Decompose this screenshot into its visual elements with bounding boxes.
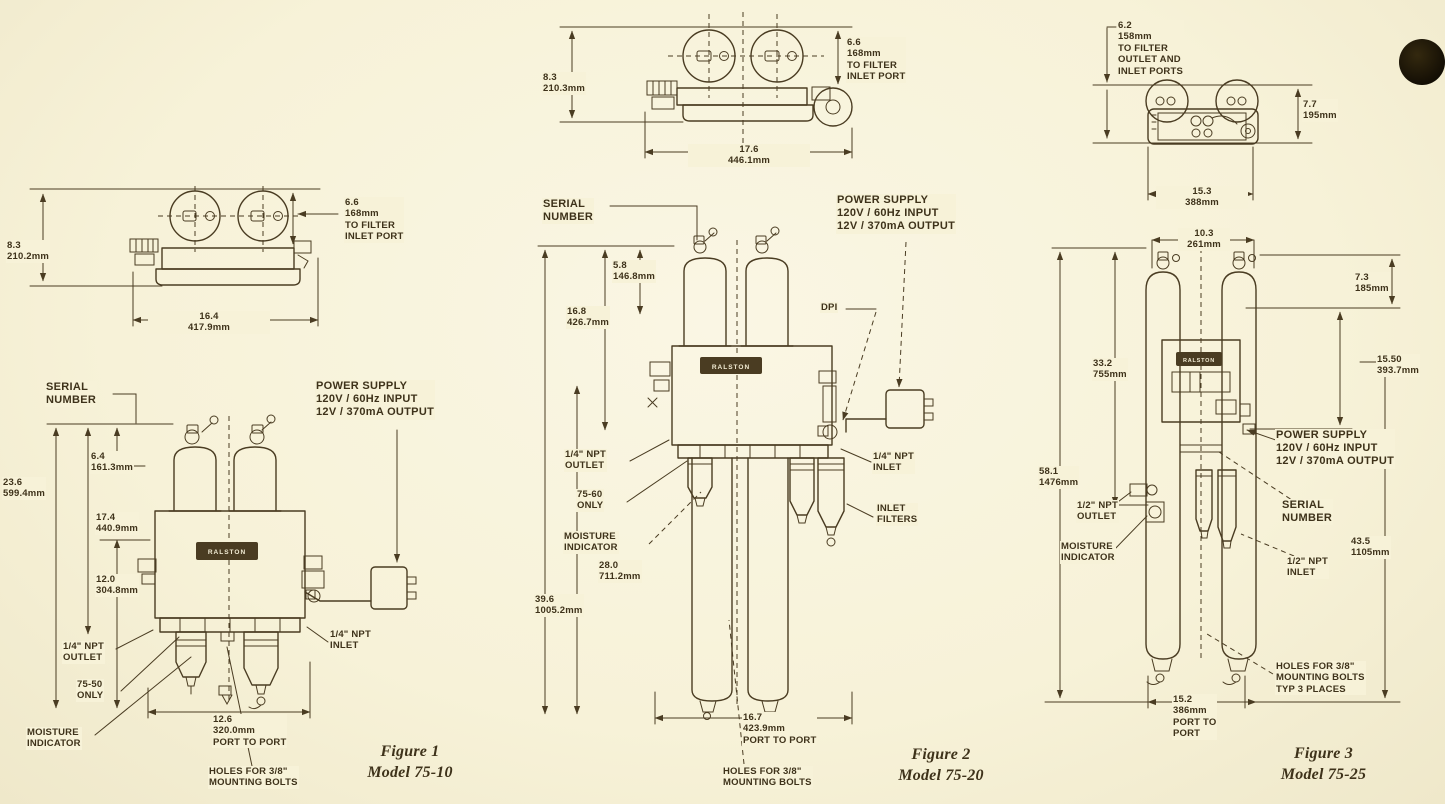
fig2-topview-filter-note: 6.6 168mm TO FILTER INLET PORT [846, 37, 907, 83]
fig2-dim-39-6: 39.6 1005.2mm [534, 594, 584, 617]
fig2-port-to-port-dim: 16.7 423.9mm PORT TO PORT [742, 712, 818, 747]
fig3-mounting-bolts-label: HOLES FOR 3/8" MOUNTING BOLTS TYP 3 PLAC… [1275, 661, 1366, 696]
fig2-dim-5-8: 5.8 146.8mm [612, 260, 657, 283]
fig1-front-view-drawing: RALSTON [46, 393, 417, 767]
fig3-power-supply-label: POWER SUPPLY 120V / 60Hz INPUT 12V / 370… [1275, 429, 1396, 469]
fig2-inlet-filters-label: INLET FILTERS [876, 503, 919, 526]
fig2-outlet-label: 1/4" NPT OUTLET [564, 449, 607, 472]
fig1-dim-23-6: 23.6 599.4mm [2, 477, 47, 500]
fig1-brand-plate: RALSTON [208, 549, 246, 556]
fig3-front-view-drawing: RALSTON [1044, 236, 1401, 709]
fig1-top-view-drawing [29, 186, 339, 327]
fig3-moisture-indicator-label: MOISTURE INDICATOR [1060, 541, 1116, 564]
fig2-mounting-bolts-label: HOLES FOR 3/8" MOUNTING BOLTS [722, 766, 813, 789]
fig3-dim-15-50: 15.50 393.7mm [1376, 354, 1421, 377]
fig2-dpi-label: DPI [820, 302, 839, 314]
fig1-mounting-bolts-label: HOLES FOR 3/8" MOUNTING BOLTS [208, 766, 299, 789]
fig1-75-50-only-label: 75-50 ONLY [76, 679, 105, 702]
fig2-top-view-drawing [559, 12, 853, 159]
fig2-dim-28-0: 28.0 711.2mm [598, 560, 642, 583]
scan-hole-dot [1399, 39, 1445, 85]
fig1-dim-12-0: 12.0 304.8mm [95, 574, 140, 597]
fig1-topview-height-dim: 8.3 210.2mm [6, 240, 51, 263]
fig3-outlet-label: 1/2" NPT OUTLET [1076, 500, 1119, 523]
fig2-moisture-indicator-label: MOISTURE INDICATOR [563, 531, 619, 554]
fig3-caption: Figure 3 Model 75-25 [1280, 745, 1367, 783]
fig3-topview-filter-note: 6.2 158mm TO FILTER OUTLET AND INLET POR… [1117, 20, 1185, 77]
fig2-75-60-only-label: 75-60 ONLY [576, 489, 605, 512]
fig3-topview-width-dim: 15.3 388mm [1156, 186, 1248, 209]
fig1-moisture-indicator-label: MOISTURE INDICATOR [26, 727, 82, 750]
fig2-caption: Figure 2 Model 75-20 [898, 746, 984, 784]
fig3-dim-43-5: 43.5 1105mm [1350, 536, 1391, 559]
fig3-topview-height-dim: 7.7 195mm [1302, 99, 1338, 122]
fig2-inlet-label: 1/4" NPT INLET [872, 451, 915, 474]
fig3-dim-10-3: 10.3 261mm [1178, 228, 1230, 251]
fig1-outlet-label: 1/4" NPT OUTLET [62, 641, 105, 664]
fig1-serial-number-label: SERIAL NUMBER [45, 381, 98, 408]
fig1-port-to-port-dim: 12.6 320.0mm PORT TO PORT [212, 714, 288, 749]
fig1-inlet-label: 1/4" NPT INLET [329, 629, 372, 652]
fig3-dim-58-1: 58.1 1476mm [1038, 466, 1080, 489]
fig1-caption: Figure 1 Model 75-10 [367, 743, 453, 781]
fig3-dim-7-3: 7.3 185mm [1354, 272, 1390, 295]
fig1-topview-filter-note: 6.6 168mm TO FILTER INLET PORT [344, 197, 405, 243]
fig1-power-supply-label: POWER SUPPLY 120V / 60Hz INPUT 12V / 370… [315, 380, 436, 420]
fig2-brand-plate: RALSTON [712, 364, 750, 371]
fig1-dim-6-4: 6.4 161.3mm [90, 451, 135, 474]
fig1-dim-17-4: 17.4 440.9mm [95, 512, 140, 535]
fig2-topview-width-dim: 17.6 446.1mm [688, 144, 810, 167]
fig1-topview-width-dim: 16.4 417.9mm [148, 311, 270, 334]
fig2-dim-16-8: 16.8 426.7mm [566, 306, 611, 329]
fig3-inlet-label: 1/2" NPT INLET [1286, 556, 1329, 579]
fig3-brand-plate: RALSTON [1183, 358, 1215, 364]
fig2-front-view-drawing: RALSTON [537, 205, 934, 765]
fig3-dim-33-2: 33.2 755mm [1092, 358, 1128, 381]
fig3-port-to-port-dim: 15.2 386mm PORT TO PORT [1172, 694, 1218, 740]
fig2-power-supply-label: POWER SUPPLY 120V / 60Hz INPUT 12V / 370… [836, 194, 957, 234]
fig2-topview-height-dim: 8.3 210.3mm [542, 72, 587, 95]
fig3-top-view-drawing [1092, 26, 1313, 201]
fig2-serial-number-label: SERIAL NUMBER [542, 198, 595, 225]
fig3-serial-number-label: SERIAL NUMBER [1281, 499, 1334, 526]
